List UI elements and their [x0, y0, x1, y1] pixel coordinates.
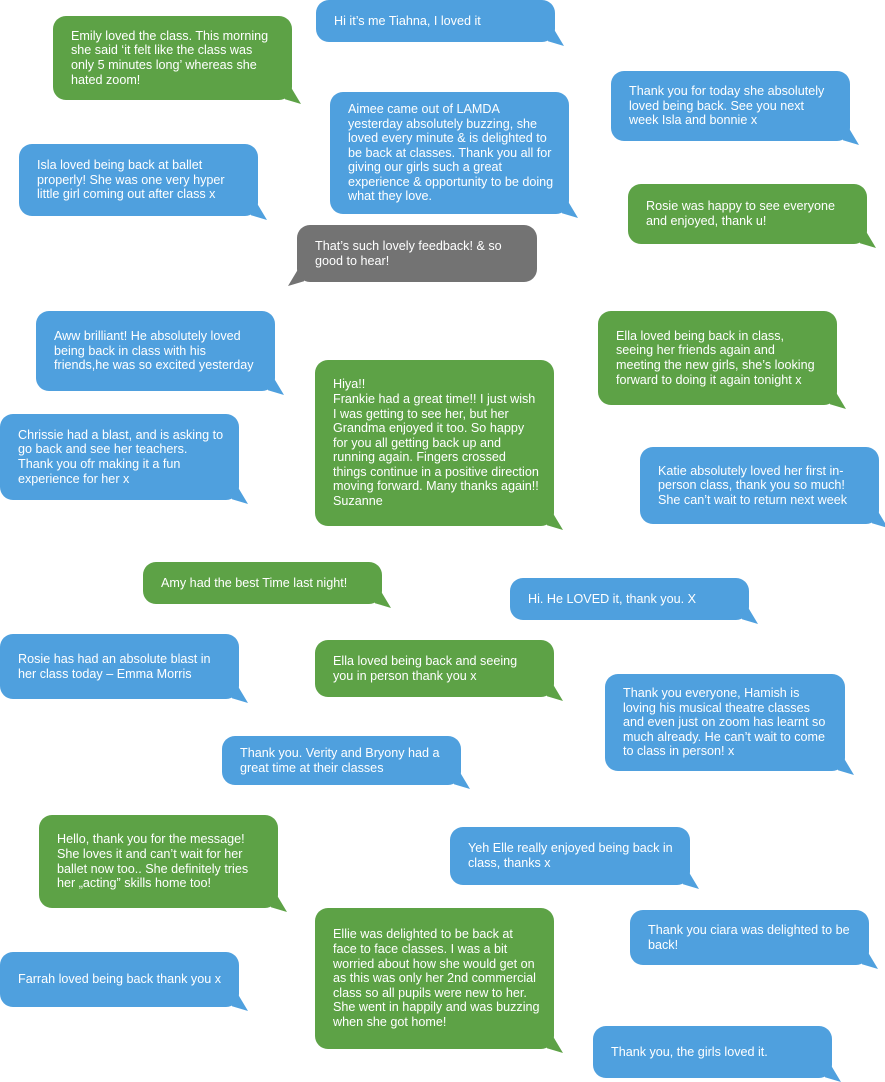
bubble-tail	[547, 1037, 563, 1053]
message-bubble: Aww brilliant! He absolutely loved being…	[36, 311, 284, 395]
message-text: Yeh Elle really enjoyed being back in cl…	[468, 841, 673, 870]
bubble-tail	[548, 30, 564, 46]
bubble-tail	[232, 687, 248, 703]
message-bubble: Rosie has had an absolute blast in her c…	[0, 634, 248, 703]
message-text: Thank you, the girls loved it.	[611, 1044, 768, 1059]
message-text: Hiya!! Frankie had a great time!! I just…	[333, 377, 539, 509]
message-text: Farrah loved being back thank you x	[18, 972, 222, 987]
bubble-tail	[547, 514, 563, 530]
message-bubble: Hello, thank you for the message! She lo…	[39, 815, 287, 912]
message-text: Chrissie had a blast, and is asking to g…	[18, 427, 224, 486]
message-text: Ellie was delighted to be back at face t…	[333, 927, 540, 1029]
message-bubble: Aimee came out of LAMDA yesterday absolu…	[330, 92, 578, 218]
message-bubble: Amy had the best Time last night!	[143, 562, 391, 608]
message-bubble: Hi. He LOVED it, thank you. X	[510, 578, 758, 624]
message-bubble: Thank you. Verity and Bryony had a great…	[222, 736, 470, 789]
message-bubble: Thank you everyone, Hamish is loving his…	[605, 674, 854, 775]
message-text: Thank you ciara was delighted to be back…	[648, 922, 850, 952]
message-text: Isla loved being back at ballet properly…	[37, 158, 225, 202]
message-text: Hi. He LOVED it, thank you. X	[528, 591, 696, 606]
message-bubble: Thank you for today she absolutely loved…	[611, 71, 859, 145]
bubble-tail	[288, 270, 304, 286]
message-bubble: That’s such lovely feedback! & so good t…	[288, 225, 537, 286]
bubble-tail	[843, 129, 859, 145]
message-text: Emily loved the class. This morning she …	[71, 28, 269, 87]
message-text: Thank you everyone, Hamish is loving his…	[623, 686, 826, 759]
message-text: Rosie was happy to see everyone and enjo…	[646, 199, 836, 228]
message-text: Rosie has had an absolute blast in her c…	[18, 651, 211, 681]
bubble-tail	[271, 896, 287, 912]
bubble-tail	[872, 512, 885, 528]
bubble-tail	[862, 953, 878, 969]
message-bubble: Thank you ciara was delighted to be back…	[630, 910, 878, 969]
message-bubble: Ella loved being back and seeing you in …	[315, 640, 563, 701]
message-text: Amy had the best Time last night!	[161, 575, 348, 590]
bubble-tail	[232, 995, 248, 1011]
message-bubble: Ella loved being back in class, seeing h…	[598, 311, 846, 409]
message-bubble: Yeh Elle really enjoyed being back in cl…	[450, 827, 699, 889]
bubble-tail	[830, 393, 846, 409]
message-bubble: Emily loved the class. This morning she …	[53, 16, 301, 104]
bubble-tail	[268, 379, 284, 395]
message-bubble: Ellie was delighted to be back at face t…	[315, 908, 563, 1053]
message-bubble: Katie absolutely loved her first in-pers…	[640, 447, 885, 528]
message-text: Katie absolutely loved her first in-pers…	[658, 463, 848, 507]
message-text: Ella loved being back in class, seeing h…	[616, 328, 815, 387]
message-text: Aww brilliant! He absolutely loved being…	[54, 329, 254, 373]
message-bubble: Isla loved being back at ballet properly…	[19, 144, 267, 220]
bubble-tail	[251, 204, 267, 220]
bubble-tail	[547, 685, 563, 701]
message-bubble: Hiya!! Frankie had a great time!! I just…	[315, 360, 563, 530]
message-bubble: Rosie was happy to see everyone and enjo…	[628, 184, 876, 248]
bubble-tail	[860, 232, 876, 248]
message-text: Ella loved being back and seeing you in …	[333, 653, 518, 683]
message-text: That’s such lovely feedback! & so good t…	[315, 238, 502, 268]
bubble-tail	[683, 873, 699, 889]
message-bubble: Hi it’s me Tiahna, I loved it	[316, 0, 564, 46]
bubble-tail	[375, 592, 391, 608]
message-text: Hello, thank you for the message! She lo…	[57, 832, 249, 891]
message-bubble: Farrah loved being back thank you x	[0, 952, 248, 1011]
message-text: Thank you for today she absolutely loved…	[629, 84, 825, 128]
bubble-tail	[454, 773, 470, 789]
message-text: Hi it’s me Tiahna, I loved it	[334, 13, 481, 28]
bubble-tail	[838, 759, 854, 775]
message-text: Aimee came out of LAMDA yesterday absolu…	[348, 101, 554, 204]
bubble-tail	[562, 202, 578, 218]
bubble-tail	[285, 88, 301, 104]
bubble-tail	[742, 608, 758, 624]
message-text: Thank you. Verity and Bryony had a great…	[240, 745, 440, 775]
bubble-tail	[232, 488, 248, 504]
message-bubble: Thank you, the girls loved it.	[593, 1026, 841, 1082]
message-bubble: Chrissie had a blast, and is asking to g…	[0, 414, 248, 504]
